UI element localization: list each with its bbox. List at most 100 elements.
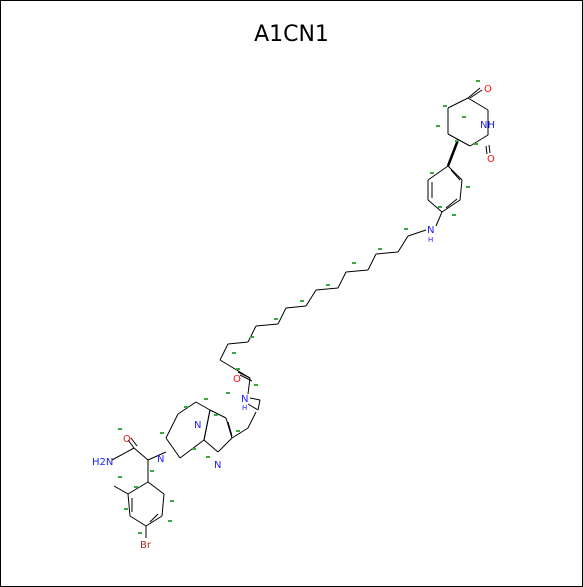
atom-index-mark-1 [443, 105, 447, 107]
atom-index-mark-32 [170, 500, 174, 502]
bond-52 [165, 437, 181, 459]
bond-3 [469, 134, 489, 147]
bond-56 [147, 451, 167, 461]
atom-index-mark-20 [226, 392, 230, 394]
bond-45 [203, 439, 219, 453]
bond-0 [447, 97, 469, 109]
bond-60 [111, 447, 135, 461]
bond-44 [217, 437, 233, 453]
bond-12 [459, 179, 463, 201]
atom-index-mark-17 [232, 352, 236, 354]
atom-index-mark-7 [466, 186, 470, 188]
atom-index-mark-22 [184, 406, 188, 408]
atom-index-mark-34 [138, 532, 142, 534]
atom-index-mark-33 [168, 520, 172, 522]
atom-index-mark-4 [455, 140, 459, 142]
bond-39 [247, 403, 259, 411]
bond-64 [129, 515, 147, 527]
atom-nitrogen-ring-a: N [194, 420, 201, 431]
atom-index-mark-28 [118, 428, 122, 430]
bond-13 [441, 199, 461, 213]
bond-7 [469, 89, 483, 99]
atom-oxygen-amide-mid: O [233, 374, 241, 385]
bond-59 [130, 437, 138, 447]
bond-48 [203, 409, 211, 441]
bond-63 [145, 515, 163, 527]
atom-index-mark-0 [476, 80, 480, 82]
bond-20 [435, 211, 443, 227]
atom-index-mark-19 [254, 384, 258, 386]
atom-hydrogen-aniline: H [428, 236, 433, 244]
bond-34 [219, 343, 229, 361]
bond-16 [427, 165, 449, 181]
bond-28 [305, 289, 317, 307]
bond-38 [247, 377, 251, 395]
bond-24 [367, 253, 377, 271]
atom-index-mark-14 [300, 300, 304, 302]
atom-index-mark-6 [430, 172, 434, 174]
atom-bromine: Br [140, 540, 152, 551]
bond-41 [249, 397, 261, 401]
atom-nh2: H2N [92, 457, 113, 468]
bond-70 [113, 485, 129, 495]
atom-index-mark-21 [204, 398, 208, 400]
atom-index-annotations [118, 80, 480, 534]
bond-19 [450, 169, 461, 181]
bond-11 [447, 165, 463, 181]
diagram-title: A1CN1 [254, 22, 329, 47]
atom-index-mark-30 [118, 476, 122, 478]
bond-22 [397, 235, 409, 253]
atom-index-mark-31 [134, 486, 138, 488]
atom-index-mark-27 [160, 432, 164, 434]
atom-nitrogen-ring-c: N [214, 460, 221, 471]
bond-layer [111, 87, 491, 538]
bond-14 [427, 199, 443, 213]
atom-index-mark-26 [206, 456, 210, 458]
atom-index-mark-5 [474, 143, 478, 145]
bond-23 [375, 251, 399, 255]
atom-index-mark-24 [236, 430, 240, 432]
bond-21 [407, 229, 427, 237]
atom-index-mark-2 [462, 116, 466, 118]
atom-index-mark-11 [378, 248, 382, 250]
bond-51 [165, 413, 179, 439]
bond-65 [127, 493, 131, 517]
bond-8 [485, 145, 488, 155]
atom-index-mark-23 [214, 414, 218, 416]
atom-oxygen-top: O [484, 84, 492, 95]
bond-6 [467, 87, 481, 99]
bond-54 [231, 427, 249, 439]
bond-32 [247, 325, 257, 343]
bond-18 [445, 198, 458, 209]
bond-55 [247, 411, 257, 429]
atom-nitrogen-aniline: N [427, 225, 434, 236]
atom-index-mark-8 [438, 206, 442, 208]
bond-27 [315, 287, 339, 291]
atom-index-mark-16 [250, 336, 254, 338]
bond-47 [227, 421, 233, 437]
atom-index-mark-3 [436, 125, 440, 127]
bond-29 [285, 305, 307, 309]
atom-nh-imide: NH [480, 120, 495, 131]
bond-49 [195, 401, 211, 411]
atom-index-mark-15 [274, 318, 278, 320]
atom-index-mark-29 [150, 470, 154, 472]
bond-9 [488, 144, 491, 154]
bond-33 [227, 341, 249, 345]
atom-hydrogen-amide-mid: H [242, 404, 247, 412]
atom-index-mark-35 [124, 508, 128, 510]
atom-oxygen-amide-left: O [123, 434, 131, 445]
atom-index-mark-13 [326, 284, 330, 286]
bond-26 [337, 271, 347, 289]
bond-58 [127, 439, 135, 449]
bond-57 [133, 447, 149, 461]
bond-1 [467, 97, 489, 111]
bond-43 [225, 417, 233, 439]
bond-40 [257, 399, 261, 411]
bond-25 [345, 269, 369, 273]
atom-index-mark-25 [192, 448, 196, 450]
bond-62 [161, 493, 165, 517]
bond-10 [446, 139, 460, 167]
